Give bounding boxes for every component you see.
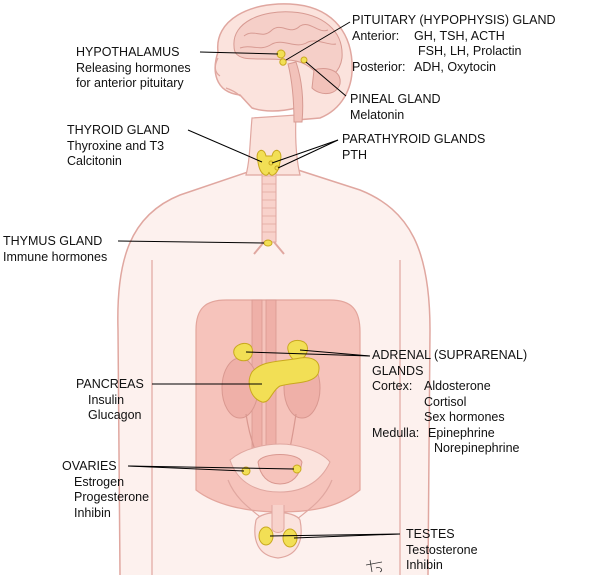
pituitary-posterior-key: Posterior: <box>352 59 406 74</box>
label-pineal: PINEAL GLAND Melatonin <box>350 92 441 123</box>
thymus-line1: Immune hormones <box>3 249 108 264</box>
leader-parathyroid-1 <box>271 139 339 164</box>
parathyroid-line1: PTH <box>342 147 367 162</box>
label-pituitary: PITUITARY (HYPOPHYSIS) GLAND Anterior: G… <box>352 13 556 75</box>
hypothalamus-gland <box>276 49 286 59</box>
adrenal-cortex-key: Cortex: <box>372 379 413 393</box>
adrenal-cortex-3: Sex hormones <box>424 410 505 424</box>
thyroid-line1: Thyroxine and T3 <box>67 138 165 153</box>
thymus-title: THYMUS GLAND <box>3 234 103 248</box>
pituitary-anterior-key: Anterior: <box>352 28 400 43</box>
right-ovary <box>292 464 302 474</box>
pineal-gland <box>300 56 308 64</box>
artist-signature <box>365 559 383 573</box>
leader-adrenal-1 <box>245 351 371 357</box>
label-parathyroid: PARATHYROID GLANDS PTH <box>342 132 485 163</box>
adrenal-title2: GLANDS <box>372 363 424 378</box>
pancreas-line2: Glucagon <box>88 408 142 422</box>
left-adrenal-gland <box>233 343 253 362</box>
adrenal-medulla-key: Medulla: <box>372 425 420 440</box>
leader-thymus <box>117 240 265 244</box>
label-ovaries: OVARIES Estrogen Progesterone Inhibin <box>62 459 149 521</box>
testes-line2: Inhibin <box>406 558 443 572</box>
label-testes: TESTES Testosterone Inhibin <box>406 527 478 574</box>
pituitary-title: PITUITARY (HYPOPHYSIS) GLAND <box>352 13 556 27</box>
leader-hypothalamus <box>199 51 279 55</box>
ovaries-line3: Inhibin <box>74 505 111 520</box>
leader-parathyroid-2 <box>277 139 339 169</box>
leader-lines <box>117 21 401 539</box>
leader-pituitary <box>285 21 351 61</box>
pineal-title: PINEAL GLAND <box>350 92 441 106</box>
thymus-gland <box>263 239 273 247</box>
adrenal-title1: ADRENAL (SUPRARENAL) <box>372 348 528 362</box>
uterus <box>257 454 303 485</box>
pituitary-anterior-1: GH, TSH, ACTH <box>414 28 505 43</box>
leader-testis-2 <box>293 533 401 539</box>
pancreas-organ <box>248 357 320 403</box>
parathyroid-title: PARATHYROID GLANDS <box>342 132 486 146</box>
label-pancreas: PANCREAS Insulin Glucagon <box>76 377 144 424</box>
label-hypothalamus: HYPOTHALAMUS Releasing hormones for ante… <box>76 45 191 92</box>
hypothalamus-line2: for anterior pituitary <box>76 76 184 90</box>
leader-ovary-2 <box>127 465 295 470</box>
adrenal-cortex-2: Cortisol <box>424 394 467 409</box>
cerebellum <box>311 68 341 94</box>
leader-pineal <box>305 61 347 97</box>
leader-thyroid <box>187 129 263 163</box>
label-thyroid: THYROID GLAND Thyroxine and T3 Calcitoni… <box>67 123 170 170</box>
thyroid-title: THYROID GLAND <box>67 123 170 137</box>
penis <box>271 505 285 533</box>
ovaries-title: OVARIES <box>62 459 117 473</box>
adrenal-medulla-2: Norepinephrine <box>434 441 520 455</box>
adrenal-medulla-1: Epinephrine <box>428 425 495 440</box>
face-profile <box>214 57 241 97</box>
pituitary-gland <box>279 58 287 66</box>
pituitary-anterior-2: FSH, LH, Prolactin <box>418 44 522 58</box>
label-thymus: THYMUS GLAND Immune hormones <box>3 234 107 265</box>
bronchi <box>253 241 285 255</box>
testes-line1: Testosterone <box>406 542 478 557</box>
pancreas-title: PANCREAS <box>76 377 144 391</box>
ovaries-line1: Estrogen <box>74 474 125 489</box>
pituitary-posterior-val: ADH, Oxytocin <box>414 59 496 74</box>
ovaries-line2: Progesterone <box>74 490 150 504</box>
hypothalamus-line1: Releasing hormones <box>76 60 191 75</box>
thyroid-line2: Calcitonin <box>67 154 122 168</box>
adrenal-cortex-1: Aldosterone <box>424 379 491 393</box>
brainstem <box>287 61 304 123</box>
hypothalamus-title: HYPOTHALAMUS <box>76 45 180 59</box>
testes-title: TESTES <box>406 527 455 541</box>
pineal-line1: Melatonin <box>350 107 405 122</box>
label-adrenal: ADRENAL (SUPRARENAL) GLANDS Cortex: Aldo… <box>372 348 527 457</box>
leader-adrenal-2 <box>299 349 371 357</box>
brain-folds <box>239 24 337 49</box>
pancreas-line1: Insulin <box>88 392 125 407</box>
